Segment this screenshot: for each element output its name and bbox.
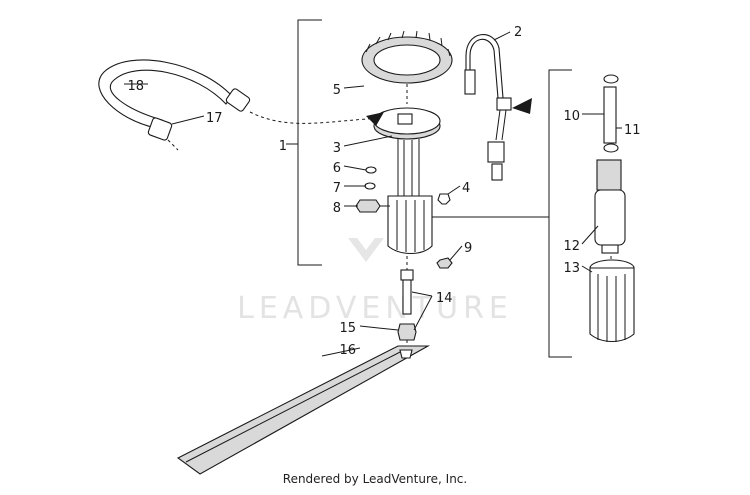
part-2-wire-harness [464, 34, 512, 181]
callout-1: 1 [279, 139, 287, 154]
footer-credit: Rendered by LeadVenture, Inc. [282, 472, 468, 486]
callout-8: 8 [333, 201, 341, 216]
part-9-screw [436, 257, 453, 269]
callout-14: 14 [436, 291, 453, 306]
callout-17: 17 [206, 111, 223, 126]
callout-7: 7 [333, 181, 341, 196]
arrow-part-3 [366, 112, 384, 126]
part-16-strap [176, 345, 431, 475]
callout-3: 3 [333, 141, 341, 156]
part-10-11-filter [603, 74, 619, 153]
callout-15: 15 [339, 321, 356, 336]
callout-2: 2 [514, 25, 522, 40]
bracket-assembly-1 [286, 19, 322, 266]
callout-4: 4 [462, 181, 470, 196]
part-13-strainer [589, 259, 635, 343]
part-15-nut [397, 323, 417, 348]
callout-6: 6 [333, 161, 341, 176]
bracket-pump-subassembly [430, 69, 572, 358]
callout-16: 16 [339, 343, 356, 358]
callout-10: 10 [563, 109, 580, 124]
arrow-part-2 [512, 98, 532, 114]
callout-11: 11 [624, 123, 641, 138]
leader-lines [124, 31, 622, 357]
part-4-screw [437, 193, 451, 205]
callout-13: 13 [563, 261, 580, 276]
part-6-7-8-fittings [355, 166, 390, 213]
part-3-pump-housing [373, 107, 441, 255]
watermark: LEADVENTURE [237, 238, 513, 326]
callout-5: 5 [333, 83, 341, 98]
callout-18: 18 [127, 79, 144, 94]
part-14-tube [400, 256, 414, 315]
part-5-lock-ring [361, 30, 453, 104]
watermark-text: LEADVENTURE [237, 291, 513, 326]
callout-12: 12 [563, 239, 580, 254]
part-12-fuel-pump [594, 159, 626, 266]
callout-9: 9 [464, 241, 472, 256]
part-18-fuel-hose [98, 59, 385, 151]
